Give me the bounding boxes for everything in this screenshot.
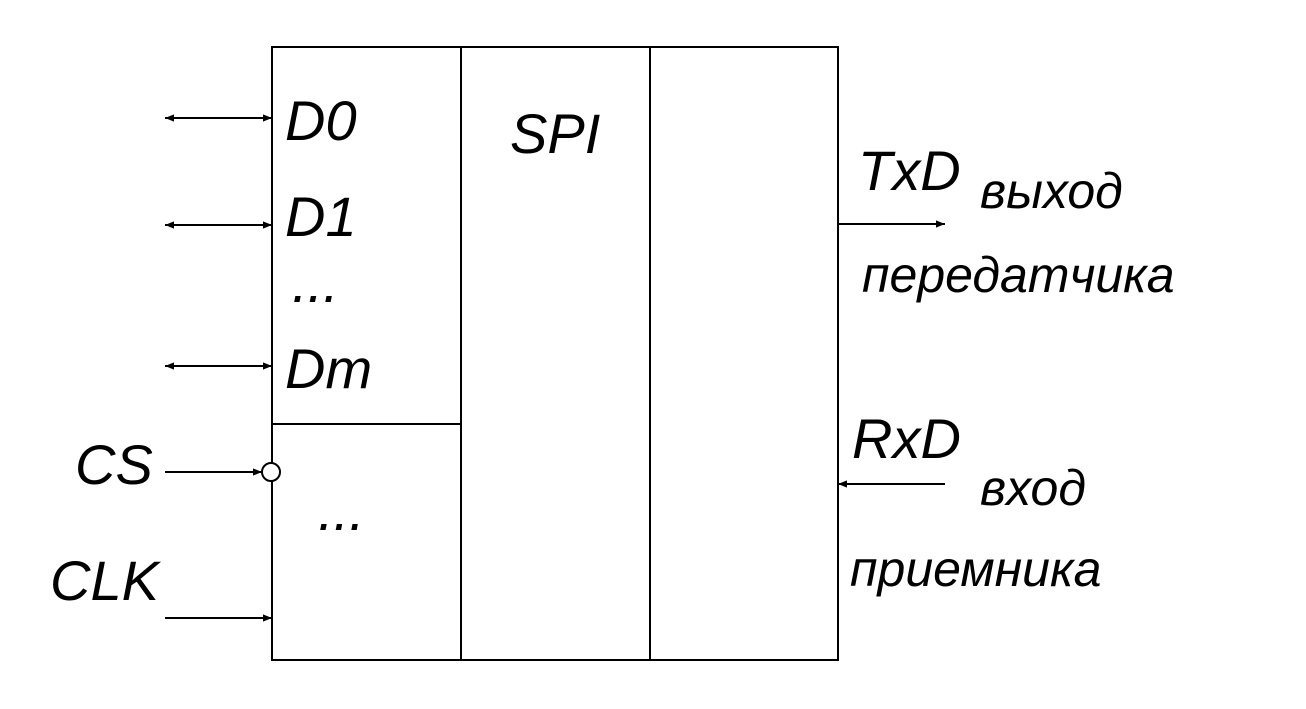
rxd-desc-line1: вход [980,460,1086,516]
pin-label-dm: Dm [285,337,372,400]
block-title: SPI [510,102,600,165]
control-ellipsis: ... [318,479,365,542]
cs-label: CS [75,433,153,496]
block-outline [271,46,839,661]
clk-label: CLK [50,549,162,612]
pin-label-ellipsis: ... [292,251,339,314]
txd-desc-line1: выход [980,163,1123,219]
pin-label-d1: D1 [285,185,357,248]
cs-inversion-circle [261,462,281,482]
spi-block [271,46,839,661]
txd-desc-line2: передатчика [862,247,1175,303]
pin-label-d0: D0 [285,89,357,152]
rxd-label: RxD [852,407,961,470]
rxd-desc-line2: приемника [850,541,1101,597]
txd-label: TxD [858,139,961,202]
